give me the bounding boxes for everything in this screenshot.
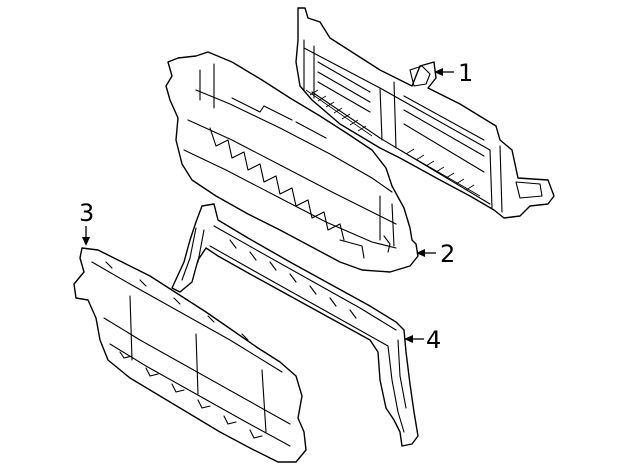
- part-1-radiator-support: [295, 7, 555, 219]
- callout-3: 3: [79, 199, 94, 246]
- part-4-bracket: [171, 203, 419, 447]
- part-2-air-guide: [165, 51, 419, 273]
- callout-4: 4: [404, 326, 441, 354]
- callout-2: 2: [416, 240, 455, 268]
- callout-2-arrowhead: [416, 249, 425, 257]
- part-3-lower-deflector: [73, 247, 307, 463]
- callout-4-label: 4: [426, 326, 441, 354]
- callout-1-label: 1: [458, 59, 473, 87]
- callout-4-arrowhead: [404, 335, 413, 343]
- callout-3-arrowhead: [82, 237, 90, 246]
- callout-1: 1: [434, 59, 473, 87]
- callout-3-label: 3: [79, 199, 94, 227]
- callout-1-arrowhead: [434, 68, 443, 76]
- callout-2-label: 2: [440, 240, 455, 268]
